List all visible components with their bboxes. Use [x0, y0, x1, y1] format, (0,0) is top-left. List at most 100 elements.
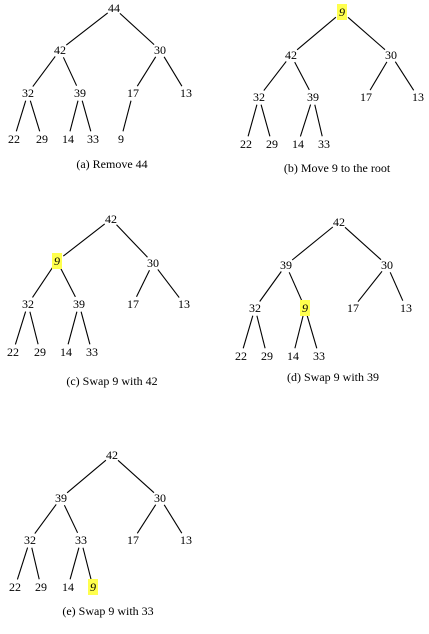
tree-edge — [394, 61, 415, 91]
tree-edge — [291, 226, 334, 261]
panel-caption: (d) Swap 9 with 39 — [287, 370, 379, 384]
node-label: 14 — [60, 345, 72, 359]
tree-edge — [259, 271, 282, 302]
node-label: 14 — [62, 132, 74, 146]
tree-edge — [69, 100, 79, 132]
node-label: 17 — [347, 301, 359, 315]
tree-edge — [242, 315, 254, 349]
tree-edge — [119, 12, 155, 46]
tree-edge — [294, 315, 304, 349]
node-label: 42 — [105, 212, 117, 226]
tree-edge — [306, 315, 318, 349]
node-label: 33 — [87, 132, 99, 146]
node-label: 44 — [108, 1, 120, 15]
node-label: 39 — [73, 297, 85, 311]
node-label: 17 — [127, 297, 139, 311]
node-label: 22 — [235, 349, 247, 363]
highlight-marker — [52, 253, 62, 269]
highlighted-node-label: 9 — [90, 580, 96, 594]
tree-edge — [81, 100, 92, 132]
tree-edge — [247, 104, 258, 137]
node-label: 29 — [36, 132, 48, 146]
tree-edge — [256, 315, 266, 349]
node-label: 29 — [266, 137, 278, 151]
node-label: 33 — [86, 345, 98, 359]
tree-edge — [63, 504, 79, 534]
node-label: 9 — [118, 132, 124, 146]
tree-edge — [389, 272, 404, 301]
node-label: 32 — [253, 90, 265, 104]
node-label: 22 — [240, 137, 252, 151]
node-label: 13 — [412, 90, 424, 104]
node-label: 30 — [147, 256, 159, 270]
tree-edge — [66, 459, 107, 494]
tree-edge — [369, 61, 388, 91]
node-label: 39 — [55, 491, 67, 505]
node-label: 22 — [9, 580, 21, 594]
tree-edge — [299, 104, 312, 137]
highlighted-node-label: 9 — [339, 5, 345, 19]
node-label: 42 — [285, 48, 297, 62]
highlight-marker — [88, 579, 98, 595]
node-label: 22 — [7, 345, 19, 359]
tree-edge — [16, 547, 29, 580]
tree-edge — [136, 504, 157, 534]
tree-edge — [347, 16, 386, 51]
node-label: 14 — [292, 137, 304, 151]
tree-edge — [82, 547, 92, 580]
node-label: 14 — [62, 580, 74, 594]
tree-edge — [60, 267, 76, 298]
tree-edge — [344, 226, 382, 261]
tree-edge — [67, 311, 78, 345]
node-label: 29 — [34, 345, 46, 359]
node-label: 33 — [313, 349, 325, 363]
panel-caption: (c) Swap 9 with 42 — [66, 374, 157, 388]
node-label: 30 — [154, 491, 166, 505]
panel-caption: (a) Remove 44 — [76, 157, 147, 171]
node-label: 13 — [178, 297, 190, 311]
node-label: 14 — [287, 349, 299, 363]
tree-edge — [29, 100, 41, 132]
tree-edge — [288, 272, 303, 301]
node-label: 32 — [22, 86, 34, 100]
highlight-marker — [337, 4, 347, 20]
node-label: 29 — [35, 580, 47, 594]
tree-edge — [32, 56, 56, 87]
node-label: 33 — [75, 533, 87, 547]
node-label: 30 — [385, 48, 397, 62]
tree-edge — [15, 100, 27, 132]
node-label: 32 — [22, 297, 34, 311]
tree-edge — [136, 269, 150, 298]
highlighted-node-label: 9 — [302, 301, 308, 315]
tree-edge — [29, 311, 39, 345]
node-label: 39 — [307, 90, 319, 104]
panel-caption: (b) Move 9 to the root — [284, 161, 391, 175]
panel-c: 42 9 30 32 39 17 13 22 29 14 33 (c) Swap 9 with 42 — [7, 212, 190, 388]
node-label: 13 — [180, 533, 192, 547]
tree-edge — [80, 311, 91, 345]
node-label: 17 — [127, 86, 139, 100]
node-label: 33 — [318, 137, 330, 151]
tree-edge — [69, 547, 80, 580]
node-label: 39 — [280, 258, 292, 272]
tree-edge — [260, 104, 271, 137]
tree-edge — [296, 16, 337, 51]
node-label: 42 — [106, 448, 118, 462]
panel-caption: (e) Swap 9 with 33 — [62, 604, 153, 618]
tree-edge — [263, 61, 287, 91]
highlighted-node-label: 9 — [54, 254, 60, 268]
node-label: 17 — [127, 533, 139, 547]
tree-edge — [136, 56, 157, 87]
node-label: 13 — [180, 86, 192, 100]
node-label: 13 — [400, 301, 412, 315]
node-label: 17 — [360, 90, 372, 104]
tree-edge — [62, 57, 78, 86]
tree-edge — [157, 269, 180, 298]
tree-edge — [32, 267, 53, 298]
tree-edge — [163, 504, 183, 534]
tree-edge — [65, 12, 109, 46]
tree-edge — [14, 311, 27, 345]
